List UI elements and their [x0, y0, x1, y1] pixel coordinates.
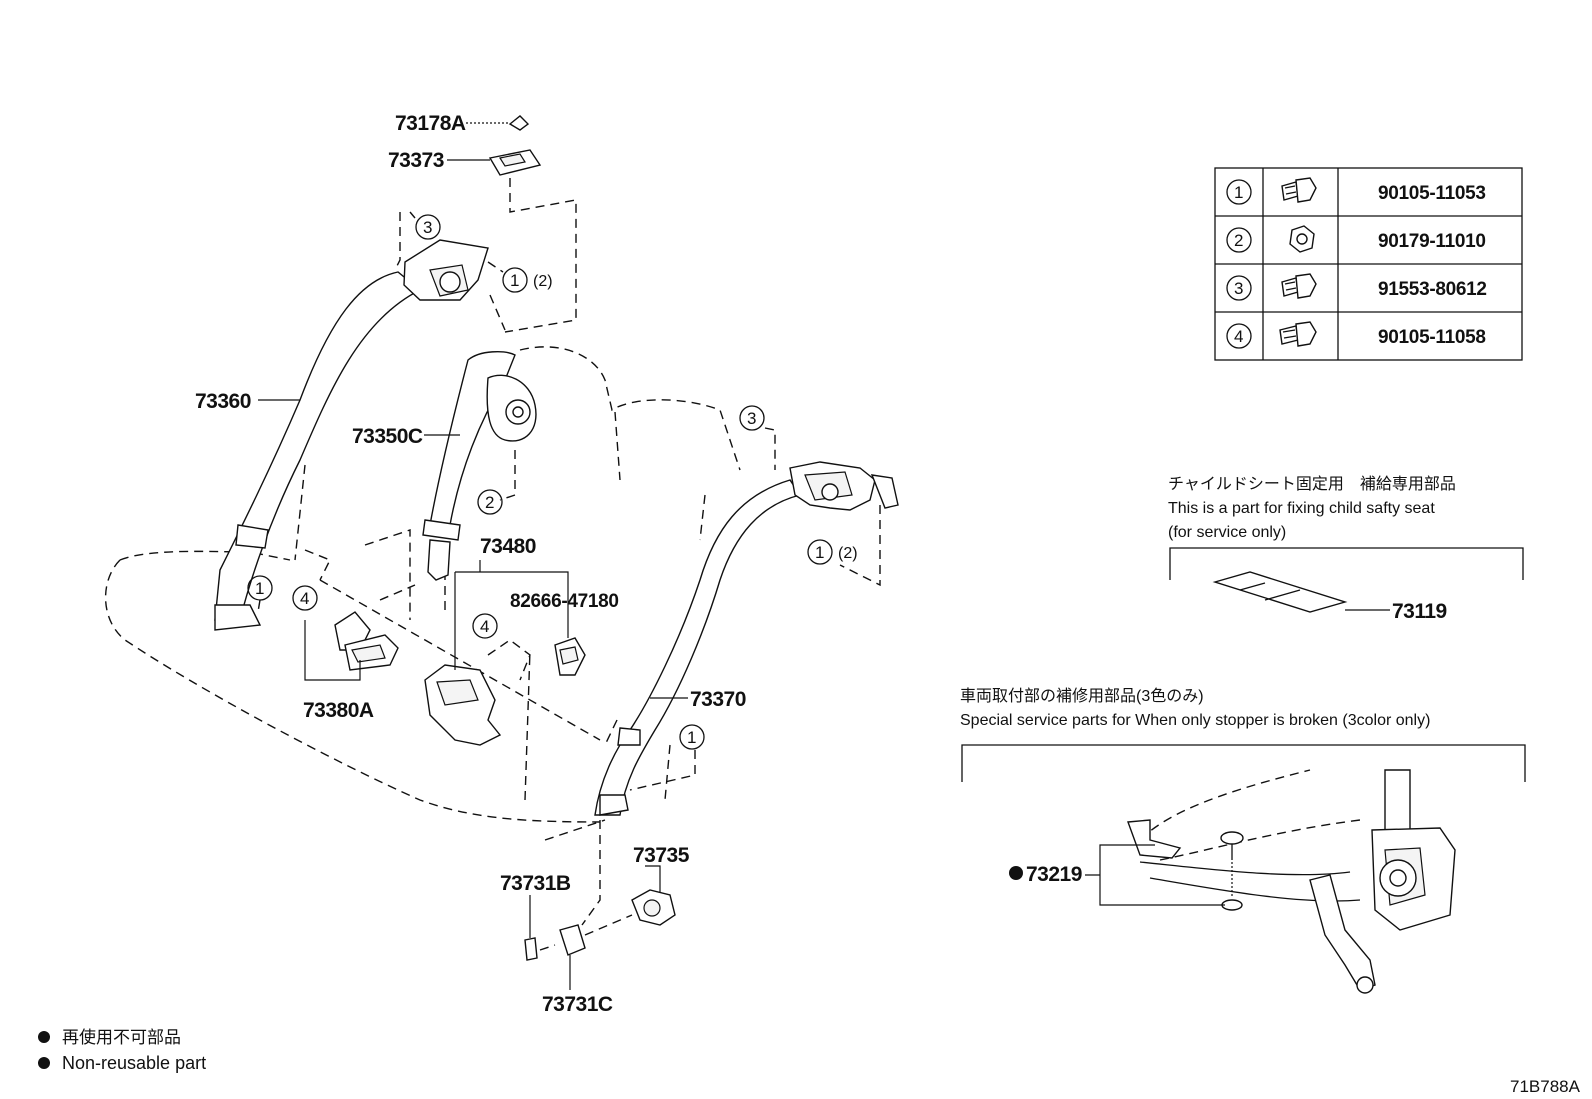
buckle-73480[interactable]: 73480 82666-47180	[424, 535, 619, 746]
stopper-note-en: Special service parts for When only stop…	[960, 712, 1430, 729]
svg-text:2: 2	[485, 493, 494, 512]
svg-text:90179-11010: 90179-11010	[1378, 231, 1486, 252]
callout-3-right: 3	[739, 405, 776, 470]
fastener-row-4[interactable]: 4 90105-11058	[1226, 321, 1486, 349]
label-73119: 73119	[1392, 600, 1447, 623]
callout-1-left: 1	[247, 575, 273, 613]
label-73219: 73219	[1026, 863, 1082, 886]
fastener-row-2[interactable]: 2 90179-11010	[1226, 225, 1486, 253]
cover-73735[interactable]: 73735	[631, 844, 690, 926]
flange-bolt-icon	[1279, 321, 1317, 347]
label-73370: 73370	[690, 688, 746, 711]
label-82666-47180: 82666-47180	[510, 591, 619, 612]
legend-en: Non-reusable part	[62, 1053, 206, 1073]
callout-3-top: 3	[395, 211, 441, 269]
stopper-clip-73219[interactable]: 73219	[1009, 831, 1244, 911]
svg-text:4: 4	[480, 617, 489, 636]
anchor-plate-73119[interactable]: 73119	[1212, 571, 1447, 623]
fastener-row-3[interactable]: 3 91553-80612	[1226, 273, 1487, 301]
seat-outline	[104, 346, 741, 926]
clip-73731C[interactable]: 73731C	[542, 924, 613, 1016]
cover-73373[interactable]: 73373	[388, 149, 542, 176]
belt-73370[interactable]: 73370	[594, 461, 899, 816]
svg-text:90105-11058: 90105-11058	[1378, 327, 1486, 348]
svg-text:90105-11053: 90105-11053	[1378, 183, 1486, 204]
label-73373: 73373	[388, 149, 444, 172]
svg-text:3: 3	[423, 218, 432, 237]
child-seat-note-jp: チャイルドシート固定用 補給専用部品	[1168, 475, 1456, 493]
stopper-section: 車両取付部の補修用部品(3色のみ) Special service parts …	[960, 687, 1526, 994]
guide-line	[504, 178, 577, 333]
clip-73731B[interactable]: 73731B	[500, 872, 571, 961]
retractor-73350C[interactable]: 73350C	[352, 351, 537, 581]
svg-text:3: 3	[747, 409, 756, 428]
svg-text:1: 1	[255, 579, 264, 598]
svg-text:4: 4	[1234, 327, 1243, 346]
flange-bolt-icon	[1281, 177, 1317, 203]
non-reusable-bullet-icon	[38, 1031, 50, 1043]
svg-text:4: 4	[300, 589, 309, 608]
svg-text:1: 1	[1234, 183, 1243, 202]
label-73735: 73735	[633, 844, 690, 867]
diagram-id: 71B788A	[1510, 1077, 1581, 1096]
svg-text:(2): (2)	[533, 273, 553, 290]
legend: 再使用不可部品 Non-reusable part	[38, 1027, 206, 1073]
svg-text:1: 1	[815, 543, 824, 562]
label-73731C: 73731C	[542, 993, 613, 1016]
callout-4-left: 4	[292, 585, 318, 611]
svg-text:(2): (2)	[838, 545, 858, 562]
flange-nut-icon	[1289, 225, 1315, 253]
legend-jp: 再使用不可部品	[62, 1027, 181, 1047]
label-73178A: 73178A	[395, 112, 466, 135]
svg-text:3: 3	[1234, 279, 1243, 298]
label-73480: 73480	[480, 535, 536, 558]
callout-1-bottom: 1	[629, 724, 705, 791]
svg-text:1: 1	[510, 271, 519, 290]
top-cap-73178A[interactable]: 73178A	[395, 112, 530, 135]
label-73350C: 73350C	[352, 425, 423, 448]
callout-1-right: 1 (2)	[807, 505, 881, 587]
child-seat-note-service: (for service only)	[1168, 524, 1286, 541]
svg-text:1: 1	[687, 728, 696, 747]
guide-line-lower	[539, 914, 633, 951]
non-reusable-marker	[1009, 866, 1023, 880]
stopper-note-jp: 車両取付部の補修用部品(3色のみ)	[960, 687, 1204, 705]
callout-4-center: 4	[472, 613, 498, 639]
label-73380A: 73380A	[303, 699, 374, 722]
fastener-row-1[interactable]: 1 90105-11053	[1226, 177, 1486, 205]
child-seat-note-en: This is a part for fixing child safty se…	[1168, 500, 1435, 517]
callout-2: 2	[477, 489, 503, 515]
label-73731B: 73731B	[500, 872, 571, 895]
svg-text:91553-80612: 91553-80612	[1378, 279, 1487, 300]
child-seat-section: チャイルドシート固定用 補給専用部品 This is a part for fi…	[1168, 475, 1524, 623]
flange-bolt-icon	[1281, 273, 1317, 299]
buckle-73380A[interactable]: 73380A	[303, 611, 399, 722]
belt-detail	[1127, 769, 1456, 994]
label-73360: 73360	[195, 390, 251, 413]
fastener-table: 1 90105-11053 2 90179-11010 3	[1214, 167, 1523, 361]
belt-73360[interactable]: 73360	[195, 239, 489, 631]
non-reusable-bullet-icon	[38, 1057, 50, 1069]
callout-1-top: 1 (2)	[487, 261, 553, 331]
svg-text:2: 2	[1234, 231, 1243, 250]
